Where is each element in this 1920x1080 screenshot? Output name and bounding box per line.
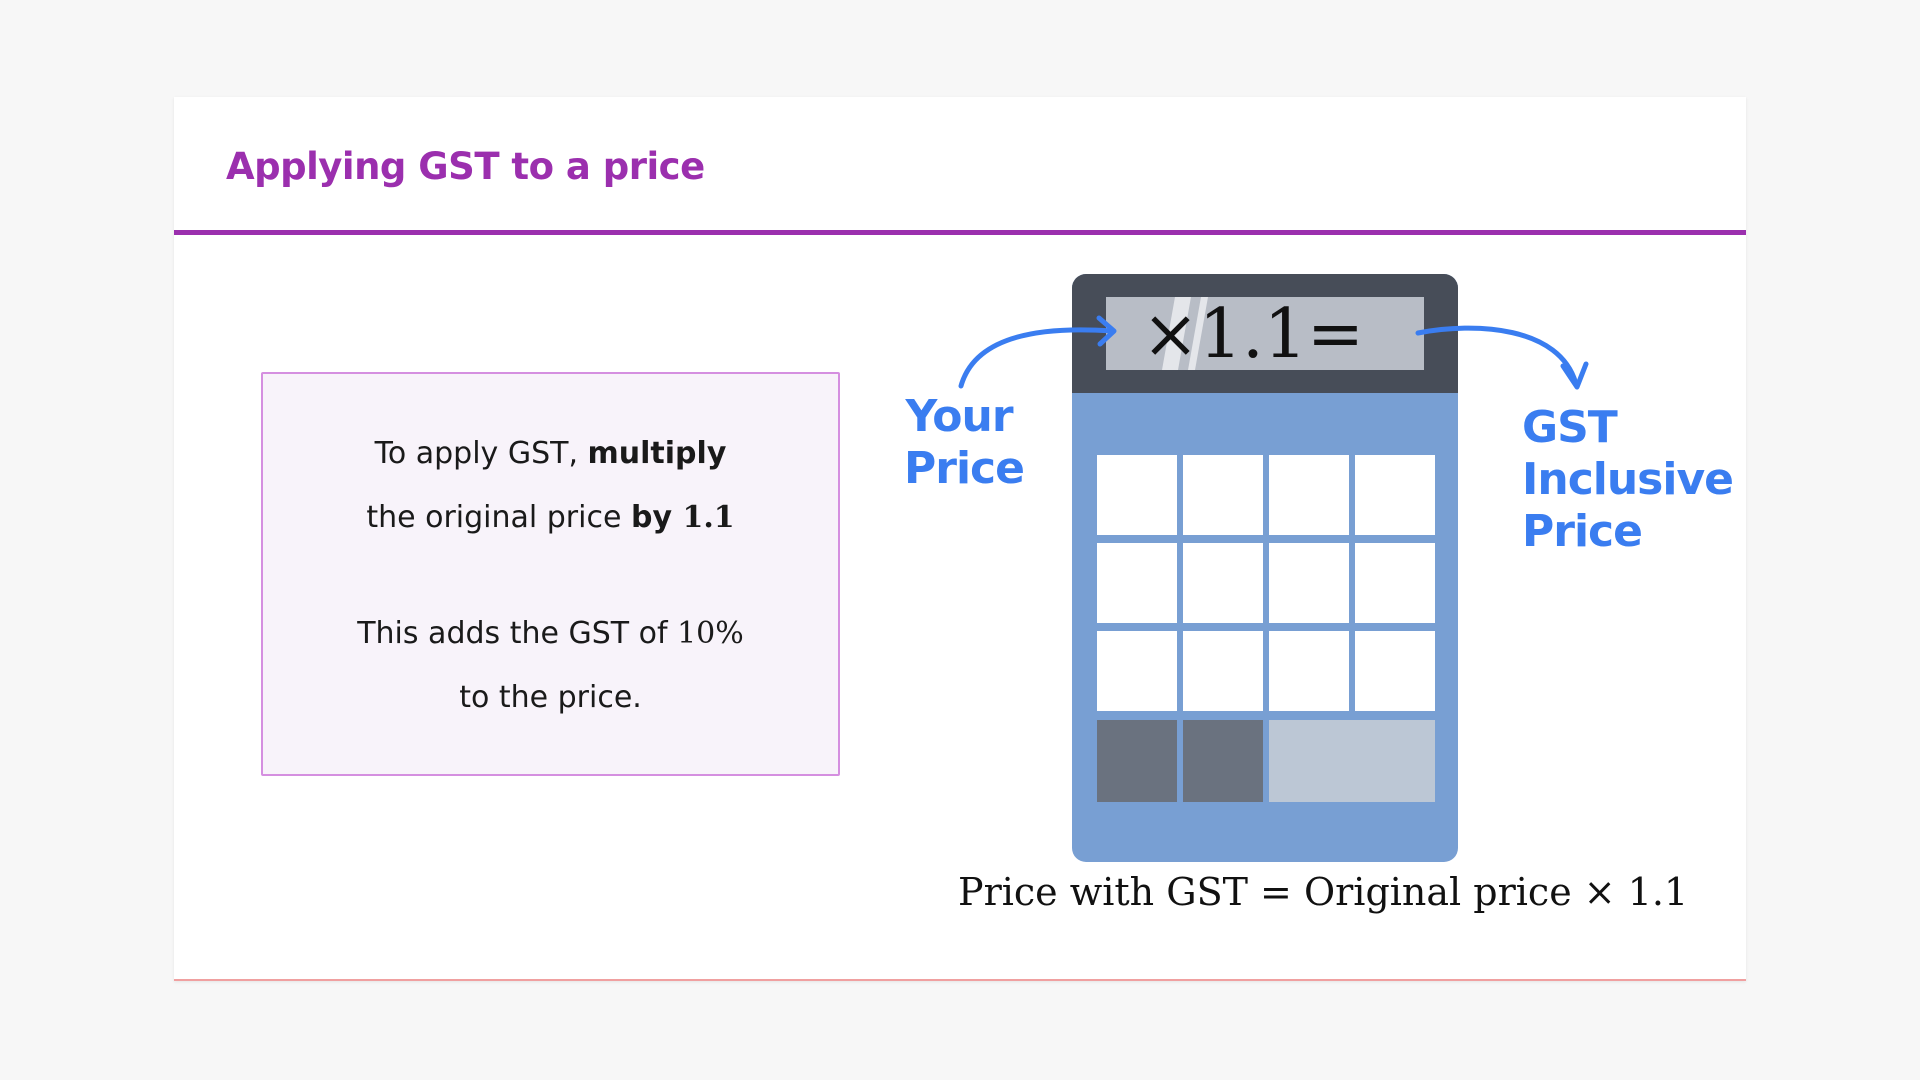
info-bold-multiply: multiply: [587, 436, 727, 471]
label-inclusive: Inclusive: [1522, 454, 1734, 505]
label-your-price: Your Price: [904, 391, 1025, 495]
slide: Applying GST to a price To apply GST, mu…: [174, 97, 1746, 981]
calculator-display: ×1.1=: [1142, 295, 1364, 374]
info-text-1: To apply GST,: [374, 436, 588, 471]
info-line-4: to the price.: [459, 680, 642, 715]
info-line-1: To apply GST, multiply: [263, 436, 838, 471]
calc-key: [1097, 455, 1177, 535]
calc-key: [1183, 631, 1263, 711]
calc-key: [1355, 543, 1435, 623]
arrow-head-down-icon: [1560, 361, 1589, 390]
label-gst: GST: [1522, 402, 1618, 453]
label-your: Your: [905, 391, 1013, 442]
calc-key-wide: [1269, 720, 1435, 802]
calc-key-dark: [1183, 720, 1263, 802]
calc-key: [1355, 631, 1435, 711]
calc-key: [1097, 631, 1177, 711]
calc-key: [1183, 543, 1263, 623]
info-bold-by: by: [630, 500, 683, 535]
arrow-into-calculator-icon: [958, 327, 1115, 389]
arrow-out-of-calculator-icon: [1415, 325, 1579, 387]
calc-key: [1269, 543, 1349, 623]
calc-key: [1269, 455, 1349, 535]
label-gst-inclusive-price: GST Inclusive Price: [1522, 402, 1734, 558]
slide-title: Applying GST to a price: [226, 145, 705, 188]
screen-glare-thin: [1188, 297, 1208, 370]
info-text-3: This adds the GST of: [357, 616, 678, 651]
info-line-3: This adds the GST of 10%: [263, 616, 838, 651]
info-line-2: the original price by 1.1: [263, 500, 838, 535]
info-value-gst-rate: 10%: [677, 616, 744, 651]
calc-key: [1269, 631, 1349, 711]
calculator-screen: [1106, 297, 1424, 370]
info-value-multiplier: 1.1: [682, 500, 735, 535]
calc-key-dark: [1097, 720, 1177, 802]
title-divider: [174, 230, 1746, 235]
gst-formula: Price with GST = Original price × 1.1: [958, 870, 1689, 914]
calculator-keypad: [1097, 455, 1435, 802]
label-price-left: Price: [904, 443, 1025, 494]
info-text-2: the original price: [366, 500, 631, 535]
calc-key: [1097, 543, 1177, 623]
screen-glare: [1162, 297, 1191, 370]
info-box: To apply GST, multiply the original pric…: [261, 372, 840, 776]
label-price-right: Price: [1522, 506, 1643, 557]
calc-key: [1355, 455, 1435, 535]
calc-key: [1183, 455, 1263, 535]
arrow-head-right-icon: [1096, 315, 1117, 347]
